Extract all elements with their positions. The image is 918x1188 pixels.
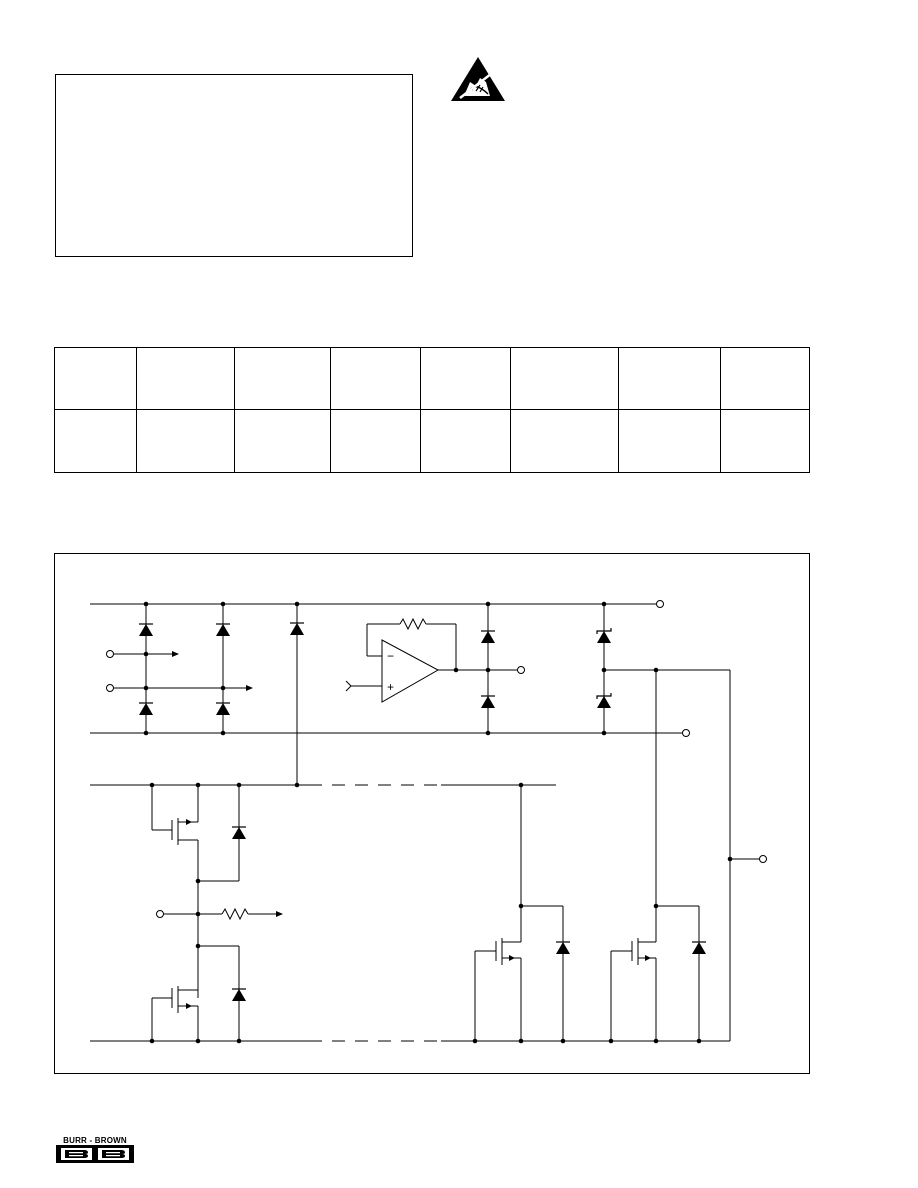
table-cell: [54, 409, 137, 473]
esd-warning-icon: [451, 57, 505, 101]
equivalent-circuit-schematic: − +: [90, 600, 767, 1044]
table-cell: [234, 409, 331, 473]
burr-brown-logo: BURR - BROWN: [56, 1136, 134, 1164]
schematic-frame: [54, 553, 810, 1074]
table-cell: [618, 347, 721, 410]
table-cell: [330, 409, 421, 473]
logo-brand-text: BURR - BROWN: [63, 1136, 127, 1145]
table-cell: [330, 347, 421, 410]
package-info-table: [54, 347, 810, 473]
table-cell: [618, 409, 721, 473]
absolute-max-ratings-box: [55, 74, 413, 257]
table-cell: [234, 347, 331, 410]
table-cell: [510, 347, 619, 410]
table-cell: [136, 347, 235, 410]
table-cell: [54, 347, 137, 410]
table-cell: [136, 409, 235, 473]
table-cell: [420, 409, 511, 473]
table-header-row: [54, 347, 810, 410]
table-cell: [510, 409, 619, 473]
bb-logo-mark: [56, 1145, 134, 1163]
table-cell: [720, 409, 810, 473]
opamp-plus-label: +: [387, 680, 394, 694]
opamp-minus-label: −: [387, 649, 394, 663]
table-row: [54, 409, 810, 473]
table-cell: [720, 347, 810, 410]
table-cell: [420, 347, 511, 410]
